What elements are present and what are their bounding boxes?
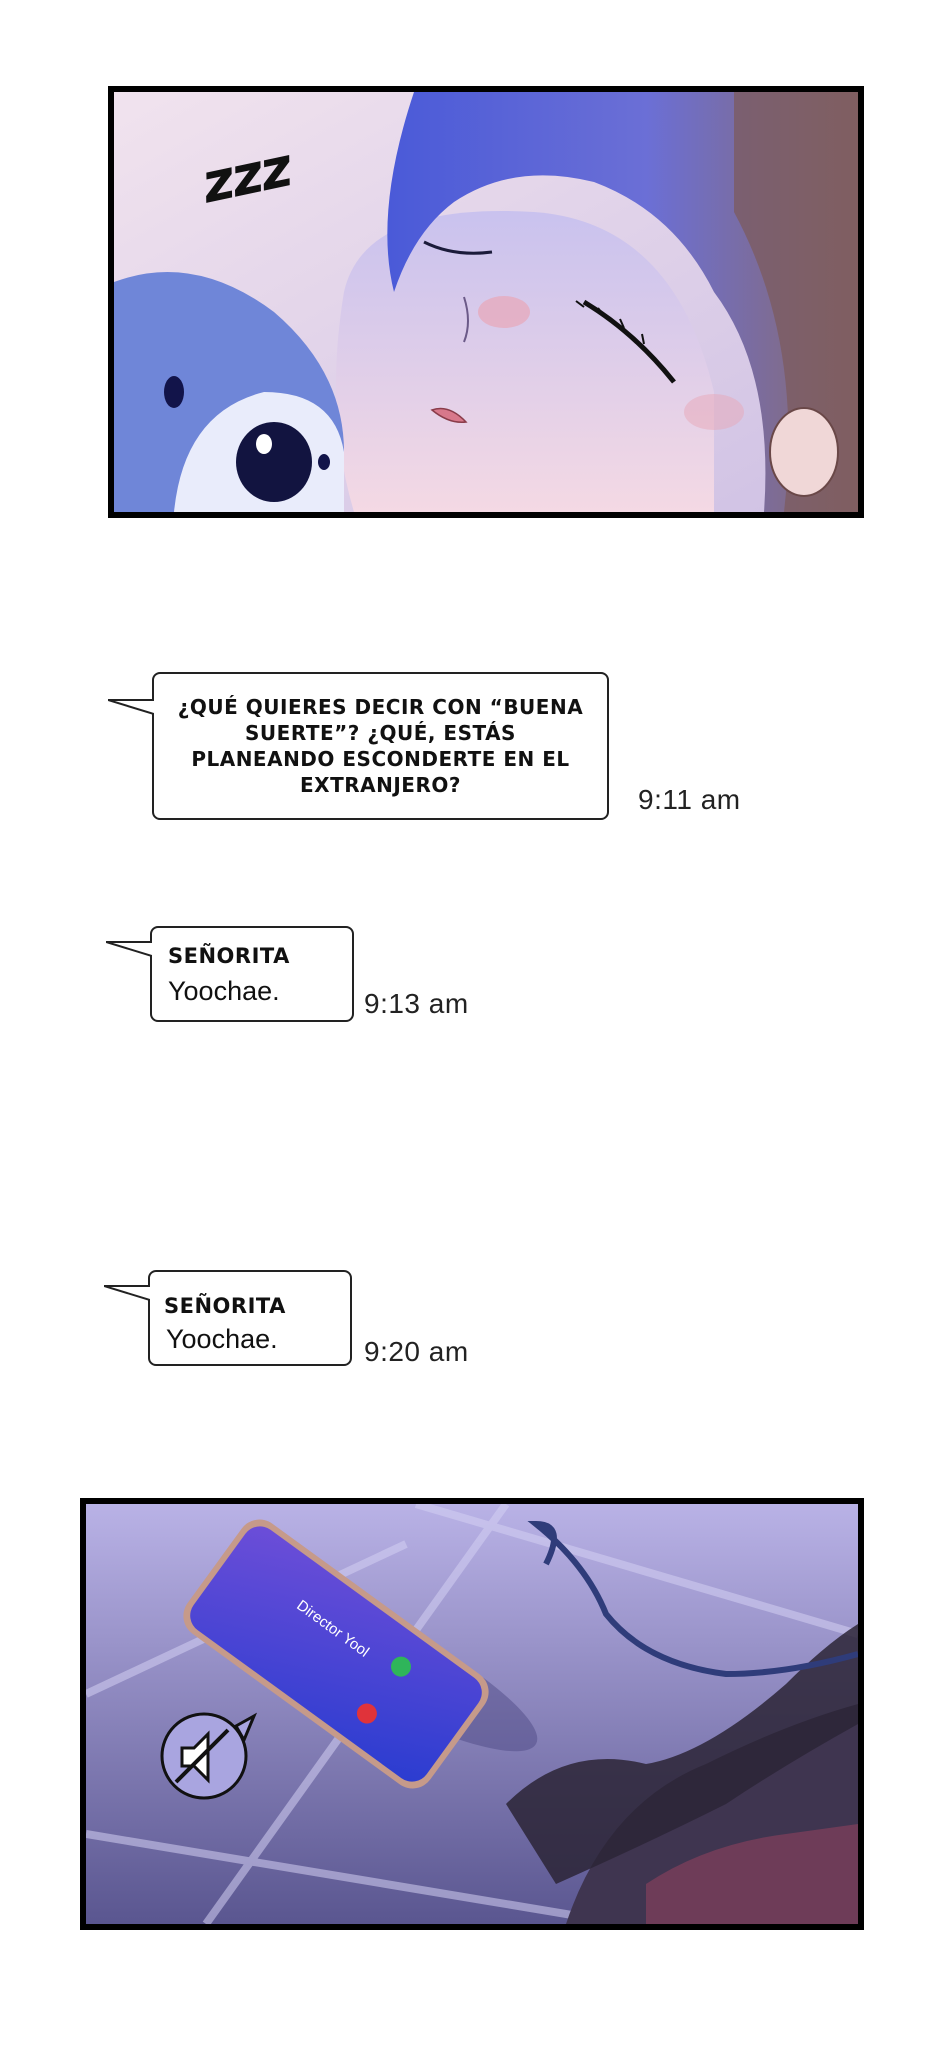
accept-call-icon [390, 1656, 411, 1677]
bubble-tail [106, 941, 152, 957]
bubble-tail [104, 1285, 150, 1301]
sender-name: SEÑORITA [164, 1294, 286, 1318]
panel-phone-ringing: Director Yool [80, 1498, 864, 1930]
sender-name: SEÑORITA [168, 944, 290, 968]
panel-sleeping: zzz [108, 86, 864, 518]
message-text: ¿Qué quieres decir con “buena suerte”? ¿… [177, 695, 584, 797]
message-time: 9:11 am [638, 784, 741, 815]
message-text: Yoochae. [168, 976, 280, 1006]
chat-bubble-2: SEÑORITA Yoochae. [106, 926, 354, 1022]
chat-bubble-3: SEÑORITA Yoochae. [104, 1270, 352, 1366]
speaker-muted-icon [160, 1712, 258, 1800]
bubble-tail [108, 699, 154, 715]
chat-bubble-1: ¿Qué quieres decir con “buena suerte”? ¿… [108, 672, 609, 820]
message-time: 9:20 am [364, 1336, 469, 1367]
phone-illustration: Director Yool [86, 1504, 858, 1924]
sleeping-illustration [114, 92, 858, 512]
decline-call-icon [356, 1703, 377, 1724]
message-time: 9:13 am [364, 988, 469, 1019]
message-text: Yoochae. [166, 1324, 278, 1354]
